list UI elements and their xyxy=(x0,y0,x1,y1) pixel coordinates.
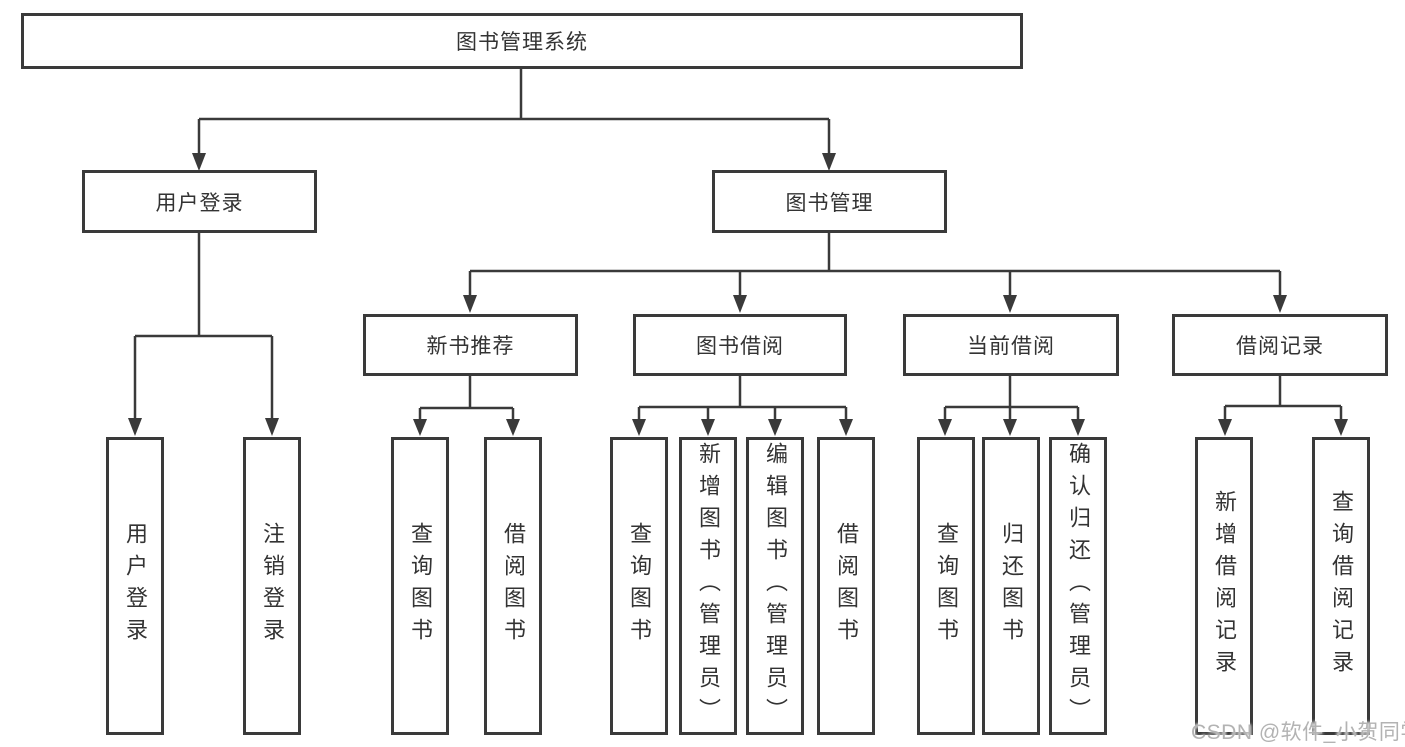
arrowhead xyxy=(632,419,646,436)
leaf-borrow-books: 借阅图书 xyxy=(817,437,875,735)
leaf-edit-book-admin: 编辑图书（管理员） xyxy=(746,437,804,735)
node-book-borrow: 图书借阅 xyxy=(633,314,847,376)
arrowhead xyxy=(733,295,747,313)
leaf-query-books-current-label: 查询图书 xyxy=(934,522,959,650)
node-current-borrow: 当前借阅 xyxy=(903,314,1119,376)
leaf-return-book-label: 归还图书 xyxy=(999,522,1024,650)
arrowhead xyxy=(1334,419,1348,436)
node-book-management-label: 图书管理 xyxy=(785,191,874,215)
node-borrow-records-label: 借阅记录 xyxy=(1236,335,1324,358)
leaf-logout: 注销登录 xyxy=(243,437,301,735)
arrowhead xyxy=(938,419,952,436)
arrowhead xyxy=(701,419,715,436)
node-new-book-recommend: 新书推荐 xyxy=(363,314,578,376)
leaf-user-login-label: 用户登录 xyxy=(123,522,148,650)
leaf-query-books-recommend-label: 查询图书 xyxy=(408,522,433,650)
leaf-confirm-return-admin: 确认归还（管理员） xyxy=(1049,437,1107,735)
leaf-borrow-books-label: 借阅图书 xyxy=(834,522,859,650)
leaf-logout-label: 注销登录 xyxy=(260,522,285,650)
leaf-edit-book-admin-label: 编辑图书（管理员） xyxy=(763,442,788,730)
watermark: CSDN @软件_小贺同学 xyxy=(1191,721,1405,744)
arrowhead xyxy=(463,295,477,313)
arrowhead xyxy=(413,419,427,436)
node-current-borrow-label: 当前借阅 xyxy=(967,335,1055,358)
node-book-management: 图书管理 xyxy=(712,170,947,233)
arrowhead xyxy=(128,418,142,436)
leaf-add-book-admin-label: 新增图书（管理员） xyxy=(696,442,721,730)
arrowhead xyxy=(822,153,836,171)
arrowhead xyxy=(1003,295,1017,313)
leaf-add-book-admin: 新增图书（管理员） xyxy=(679,437,737,735)
leaf-return-book: 归还图书 xyxy=(982,437,1040,735)
node-user-login: 用户登录 xyxy=(82,170,317,233)
arrowhead xyxy=(1273,295,1287,313)
node-root-label: 图书管理系统 xyxy=(456,31,588,54)
leaf-query-books-current: 查询图书 xyxy=(917,437,975,735)
leaf-add-borrow-record: 新增借阅记录 xyxy=(1195,437,1253,735)
leaf-confirm-return-admin-label: 确认归还（管理员） xyxy=(1066,442,1091,730)
leaf-query-books-recommend: 查询图书 xyxy=(391,437,449,735)
node-borrow-records: 借阅记录 xyxy=(1172,314,1388,376)
leaf-borrow-books-recommend: 借阅图书 xyxy=(484,437,542,735)
leaf-user-login: 用户登录 xyxy=(106,437,164,735)
leaf-query-books-borrow-label: 查询图书 xyxy=(627,522,652,650)
leaf-query-borrow-record: 查询借阅记录 xyxy=(1312,437,1370,735)
node-book-borrow-label: 图书借阅 xyxy=(696,335,784,358)
arrowhead xyxy=(839,419,853,436)
leaf-add-borrow-record-label: 新增借阅记录 xyxy=(1212,490,1237,682)
node-user-login-label: 用户登录 xyxy=(155,191,244,215)
arrowhead xyxy=(1218,419,1232,436)
leaf-borrow-books-recommend-label: 借阅图书 xyxy=(501,522,526,650)
leaf-query-borrow-record-label: 查询借阅记录 xyxy=(1329,490,1354,682)
node-root: 图书管理系统 xyxy=(21,13,1023,69)
arrowhead xyxy=(265,418,279,436)
arrowhead xyxy=(768,419,782,436)
arrowhead xyxy=(1071,419,1085,436)
leaf-query-books-borrow: 查询图书 xyxy=(610,437,668,735)
arrowhead xyxy=(192,153,206,171)
node-new-book-recommend-label: 新书推荐 xyxy=(426,335,515,358)
arrowhead xyxy=(1003,419,1017,436)
arrowhead xyxy=(506,419,520,436)
